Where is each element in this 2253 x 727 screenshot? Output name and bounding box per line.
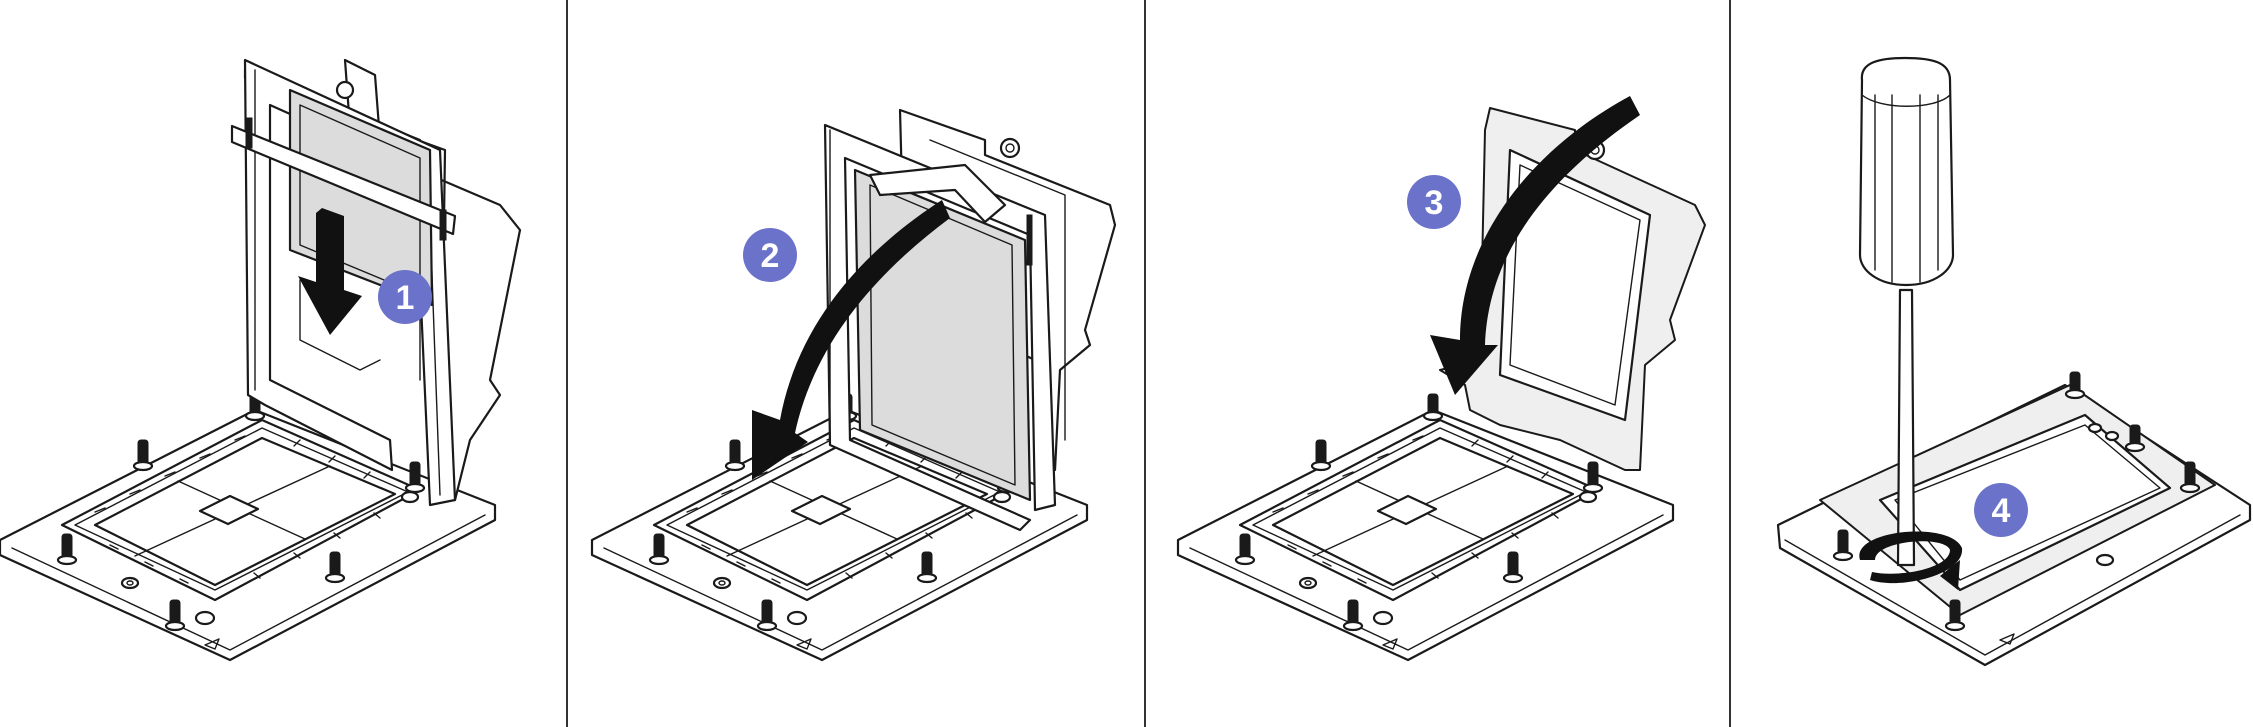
panel-step-3: 3: [1176, 96, 1706, 662]
step-badge-1: 1: [378, 270, 432, 324]
step-number-3: 3: [1425, 184, 1444, 222]
step-number-1: 1: [396, 279, 415, 317]
panel-step-1: 1: [0, 58, 522, 662]
step-number-4: 4: [1992, 492, 2011, 530]
curved-arrow-icon: [752, 200, 950, 480]
panel-step-4: 4: [1776, 56, 2252, 667]
step-badge-2: 2: [743, 228, 797, 282]
step-badge-1-circle: [378, 270, 432, 324]
curved-arrow-icon: [1430, 96, 1640, 395]
rotation-arrow-icon: [1859, 531, 1963, 584]
panel-step-2: 2: [590, 108, 1117, 662]
step-number-2: 2: [761, 237, 780, 275]
step-badge-3-circle: [1407, 175, 1461, 229]
step-badge-3: 3: [1407, 175, 1461, 229]
screwdriver-icon: [1858, 56, 1955, 567]
down-arrow-icon: [298, 208, 362, 335]
step-badge-4-circle: [1974, 483, 2028, 537]
step-badge-2-circle: [743, 228, 797, 282]
step-badge-4: 4: [1974, 483, 2028, 537]
